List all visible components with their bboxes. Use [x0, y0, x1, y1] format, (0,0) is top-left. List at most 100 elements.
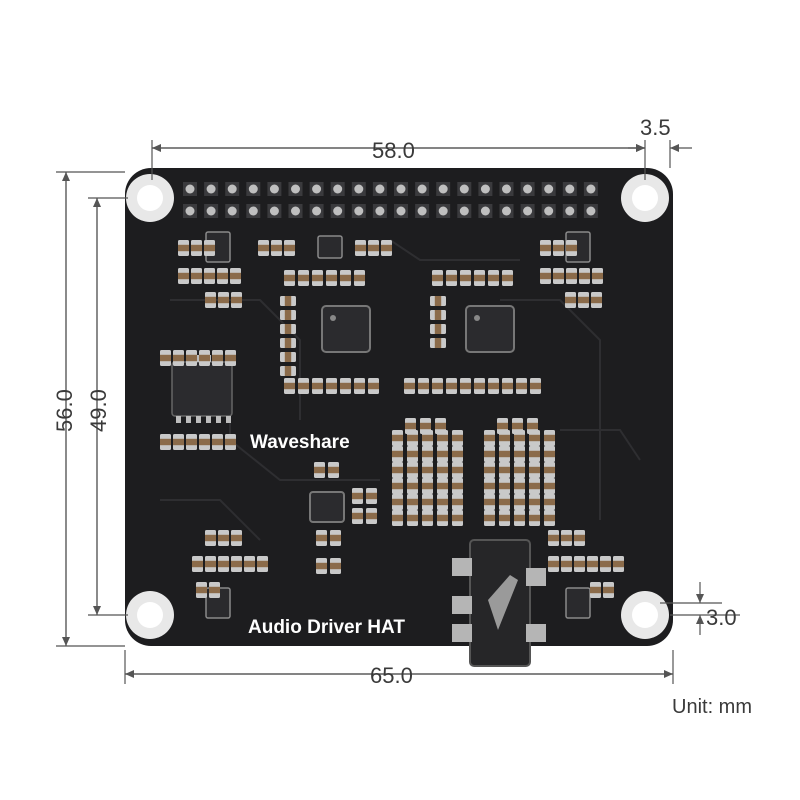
gpio-pin: [544, 184, 554, 194]
smd-component: [354, 378, 365, 394]
smd-component: [529, 446, 540, 462]
smd-component: [474, 270, 485, 286]
smd-component: [499, 510, 510, 526]
smd-component: [368, 240, 379, 256]
smd-component: [484, 494, 495, 510]
dim-edge-offset: 3.5: [640, 115, 671, 140]
smd-component: [355, 240, 366, 256]
smd-component: [530, 378, 541, 394]
smd-component: [231, 556, 242, 572]
smd-component: [280, 366, 296, 376]
gpio-pin: [544, 206, 554, 216]
ic-top-center: [317, 235, 343, 259]
smd-component: [548, 556, 559, 572]
smd-component: [499, 478, 510, 494]
smd-component: [314, 462, 325, 478]
smd-component: [499, 462, 510, 478]
gpio-pin: [248, 206, 258, 216]
smd-component: [422, 478, 433, 494]
smd-component: [446, 270, 457, 286]
smd-component: [366, 488, 377, 504]
gpio-pin: [206, 184, 216, 194]
smd-component: [437, 494, 448, 510]
smd-component: [312, 378, 323, 394]
mounting-hole-top-left: [126, 174, 174, 222]
smd-component: [437, 510, 448, 526]
smd-component: [326, 270, 337, 286]
smd-component: [316, 530, 327, 546]
smd-component: [502, 378, 513, 394]
smd-component: [204, 240, 215, 256]
smd-component: [225, 434, 236, 450]
gpio-pin: [438, 206, 448, 216]
smd-component: [502, 270, 513, 286]
smd-component: [574, 556, 585, 572]
gpio-pin: [502, 206, 511, 216]
smd-component: [280, 338, 296, 348]
gpio-pin: [333, 206, 343, 216]
dim-width-header: 58.0: [372, 138, 415, 163]
smd-component: [516, 378, 527, 394]
smd-component: [452, 462, 463, 478]
smd-component: [600, 556, 611, 572]
smd-component: [199, 434, 210, 450]
dim-width-total: 65.0: [370, 663, 413, 688]
gpio-pin: [459, 184, 469, 194]
smd-component: [218, 530, 229, 546]
unit-label: Unit: mm: [672, 696, 752, 718]
smd-component: [284, 378, 295, 394]
smd-component: [218, 292, 229, 308]
smd-component: [587, 556, 598, 572]
gpio-pin: [227, 206, 237, 216]
smd-component: [422, 446, 433, 462]
smd-component: [340, 270, 351, 286]
smd-component: [452, 430, 463, 446]
smd-component: [529, 494, 540, 510]
mounting-hole-top-right: [621, 174, 669, 222]
brand-label: Waveshare: [250, 432, 350, 453]
gpio-pin: [248, 184, 258, 194]
smd-component: [514, 478, 525, 494]
smd-component: [271, 240, 282, 256]
smd-component: [553, 240, 564, 256]
smd-component: [499, 494, 510, 510]
smd-component: [591, 292, 602, 308]
gpio-pin: [269, 184, 279, 194]
smd-component: [231, 530, 242, 546]
gpio-pin: [312, 206, 322, 216]
smd-component: [544, 494, 555, 510]
small-chip-center: [309, 491, 345, 523]
smd-component: [566, 268, 577, 284]
smd-component: [578, 292, 589, 308]
smd-component: [218, 556, 229, 572]
gpio-pin: [312, 184, 322, 194]
smd-component: [529, 510, 540, 526]
smd-component: [280, 310, 296, 320]
smd-component: [484, 478, 495, 494]
smd-component: [217, 268, 228, 284]
gpio-pin: [354, 206, 364, 216]
smd-component: [544, 462, 555, 478]
smd-component: [280, 296, 296, 306]
smd-component: [328, 462, 339, 478]
smd-component: [484, 446, 495, 462]
dim-height-holes: 49.0: [86, 389, 111, 432]
audio-jack: [452, 539, 546, 667]
smd-component: [484, 430, 495, 446]
gpio-pin: [502, 184, 511, 194]
passive-components: [160, 240, 624, 598]
gpio-pin: [333, 184, 343, 194]
smd-component: [405, 418, 416, 434]
smd-component: [553, 268, 564, 284]
gpio-pin: [291, 184, 300, 194]
smd-component: [392, 446, 403, 462]
smd-component: [548, 530, 559, 546]
gpio-pin: [396, 184, 406, 194]
smd-component: [544, 478, 555, 494]
smd-component: [430, 338, 446, 348]
smd-component: [298, 270, 309, 286]
gpio-pin: [354, 184, 364, 194]
smd-component: [352, 508, 363, 524]
smd-component: [392, 510, 403, 526]
